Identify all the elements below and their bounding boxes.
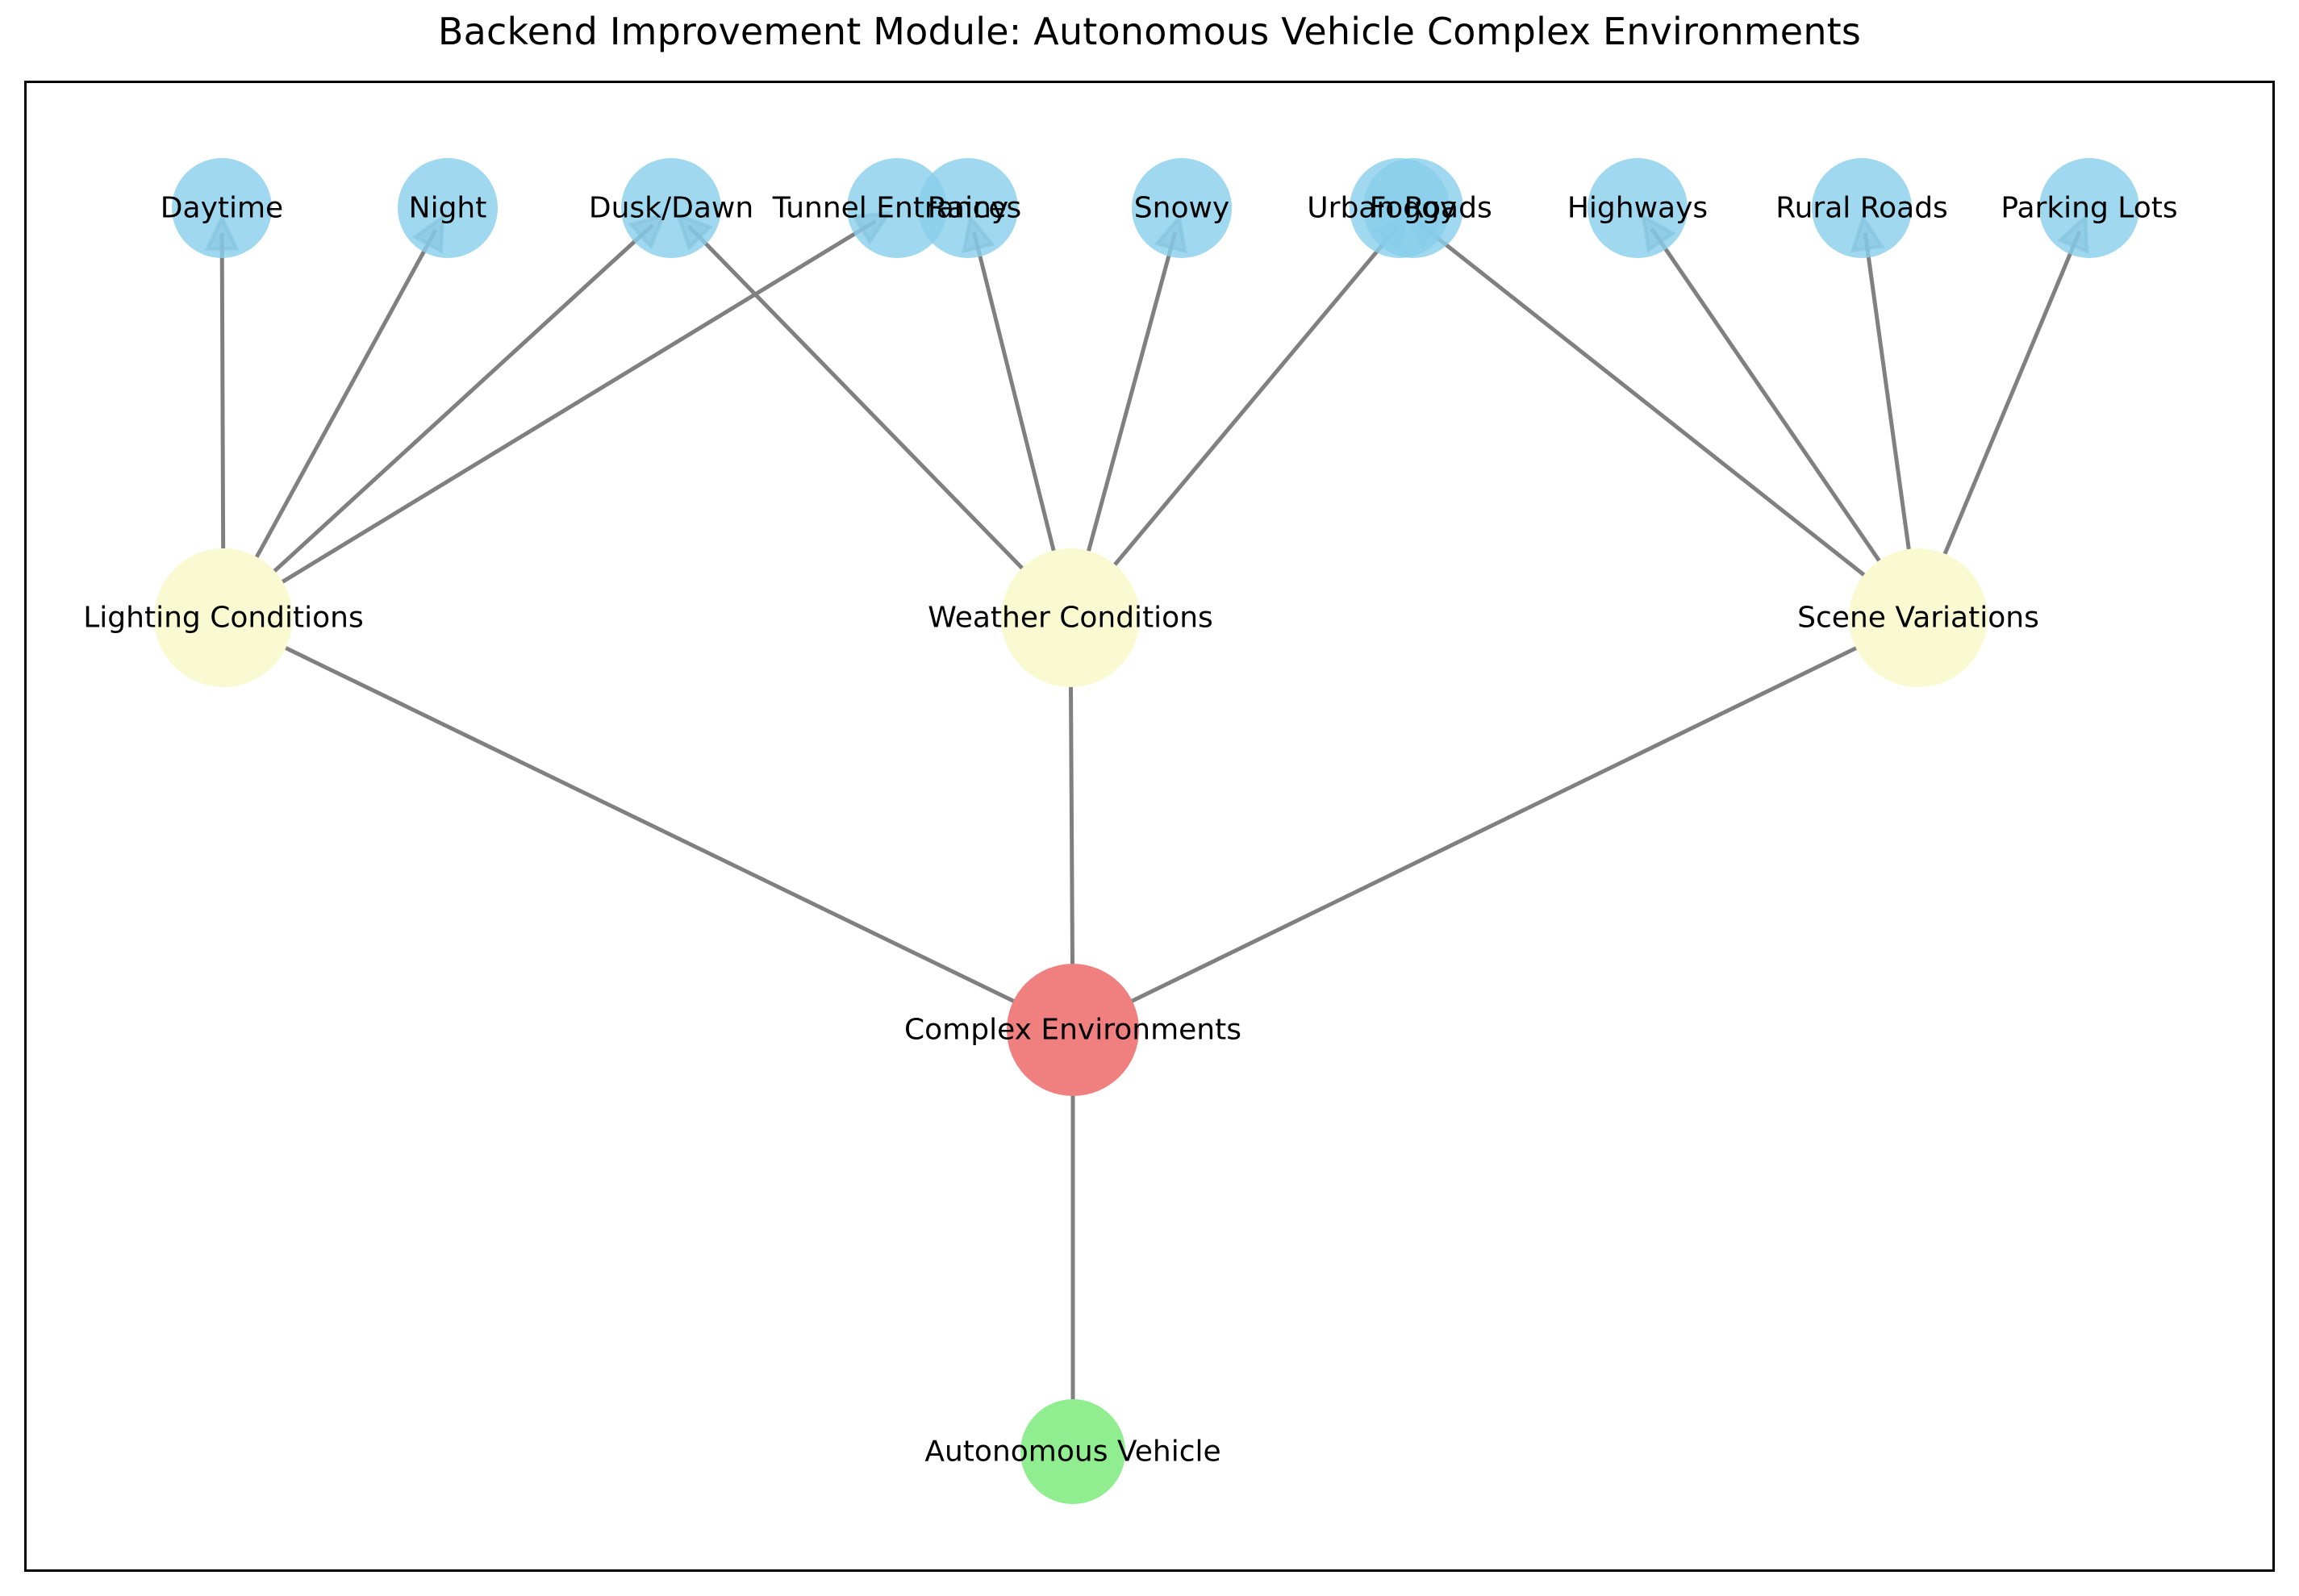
page-title: Backend Improvement Module: Autonomous V…	[437, 10, 1862, 53]
axes-frame	[24, 81, 2275, 1572]
